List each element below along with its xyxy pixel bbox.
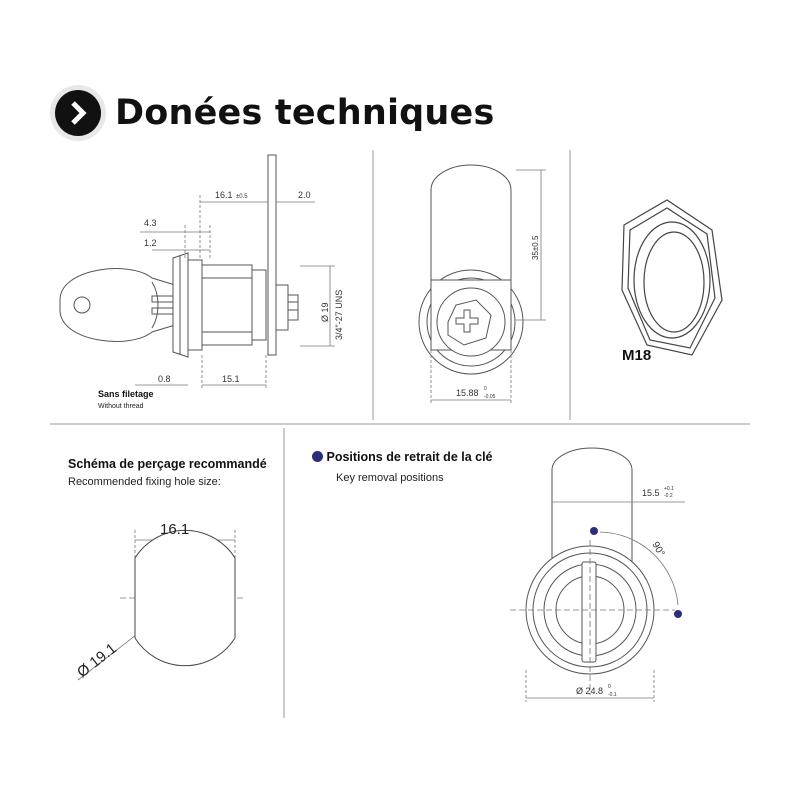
note-without-thread: Without thread <box>98 403 144 410</box>
dim-15-5: 15.5 <box>642 488 660 498</box>
key-positions-heading-text: Positions de retrait de la clé <box>326 450 493 464</box>
dim-24-8: Ø 24.8 <box>576 686 603 696</box>
dim-0-8: 0.8 <box>158 374 171 384</box>
drilling-heading: Schéma de perçage recommandé <box>68 457 267 471</box>
note-sans-filetage: Sans filetage <box>98 389 154 399</box>
dim-16-1-hole: 16.1 <box>160 521 189 538</box>
key-position-1 <box>590 527 598 535</box>
dim-15-88: 15.88 <box>456 388 479 398</box>
drilling-subheading: Recommended fixing hole size: <box>68 476 221 488</box>
front-view-drawing: 35±0.5 15.88 0 -0.05 <box>418 164 546 405</box>
dim-16-1-tol: ±0.5 <box>236 194 248 200</box>
page-header: Donées techniques <box>55 82 495 144</box>
key-positions-subheading: Key removal positions <box>336 472 444 484</box>
side-view-drawing: 16.1 ±0.5 2.0 4.3 1.2 Ø 19 3/4"-27 UNS 0… <box>59 154 344 410</box>
dim-16-1: 16.1 <box>215 190 233 200</box>
dim-15-88-tol-bot: -0.05 <box>484 394 496 400</box>
dim-24-8-tol-bot: -0.1 <box>608 692 617 698</box>
dim-19-1-hole: Ø 19.1 <box>74 640 120 681</box>
dim-2-0: 2.0 <box>298 190 311 200</box>
key-position-2 <box>674 610 682 618</box>
dim-15-1: 15.1 <box>222 374 240 384</box>
dim-1-2: 1.2 <box>144 238 157 248</box>
dim-thread: 3/4"-27 UNS <box>334 290 344 340</box>
drilling-hole-drawing: 16.1 Ø 19.1 <box>74 521 245 681</box>
dim-15-5-tol-bot: -0.2 <box>664 493 673 499</box>
dim-dia-19: Ø 19 <box>320 302 330 322</box>
dim-15-88-tol-top: 0 <box>484 386 487 392</box>
dim-angle-90: 90° <box>649 540 666 559</box>
dim-15-5-tol-top: +0.1 <box>664 486 674 492</box>
page-title: Donées techniques <box>115 93 495 133</box>
nut-drawing: M18 <box>621 199 723 364</box>
key-position-dot-icon <box>312 451 323 462</box>
dim-24-8-tol-top: 0 <box>608 684 611 690</box>
key-positions-heading: Positions de retrait de la clé <box>312 450 493 464</box>
dim-height-35: 35±0.5 <box>531 235 540 260</box>
nut-label: M18 <box>622 347 651 364</box>
key-positions-drawing: 15.5 +0.1 -0.2 90° Ø 24.8 0 -0.1 <box>510 447 685 702</box>
dim-4-3: 4.3 <box>144 218 157 228</box>
chevron-right-icon <box>55 90 101 136</box>
